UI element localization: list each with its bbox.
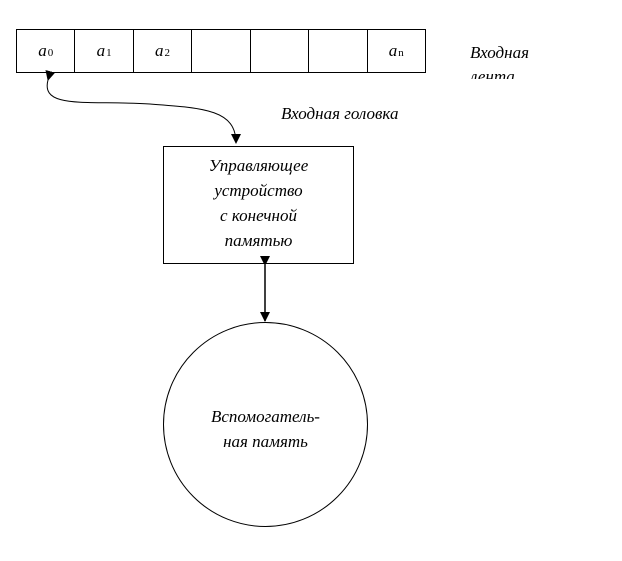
auxiliary-memory-circle: Вспомогатель- ная память [163,322,368,527]
tape-cell-index: 0 [47,47,54,59]
input-head-label: Входная головка [281,104,399,123]
tape-cell-index: n [398,47,404,59]
tape-cell-symbol: a [388,41,398,60]
input-head-arrow [45,70,241,144]
tape-cell-symbol: a [155,41,164,60]
tape-cell-3 [192,30,251,72]
control-unit-label: Управляющее устройство с конечной память… [208,156,309,250]
tape-cell-4 [251,30,310,72]
auxiliary-memory-label: Вспомогатель- ная память [211,406,320,451]
tape-cell-5 [309,30,368,72]
tape-cell-index: 2 [164,47,171,59]
tape-cell-symbol: a [96,41,106,60]
control-unit-box: Управляющее устройство с конечной память… [163,146,354,264]
tape-cell-symbol: a [38,41,47,60]
input-tape-label: Входная лента [470,43,529,79]
tape-cell-index: 1 [106,47,112,59]
